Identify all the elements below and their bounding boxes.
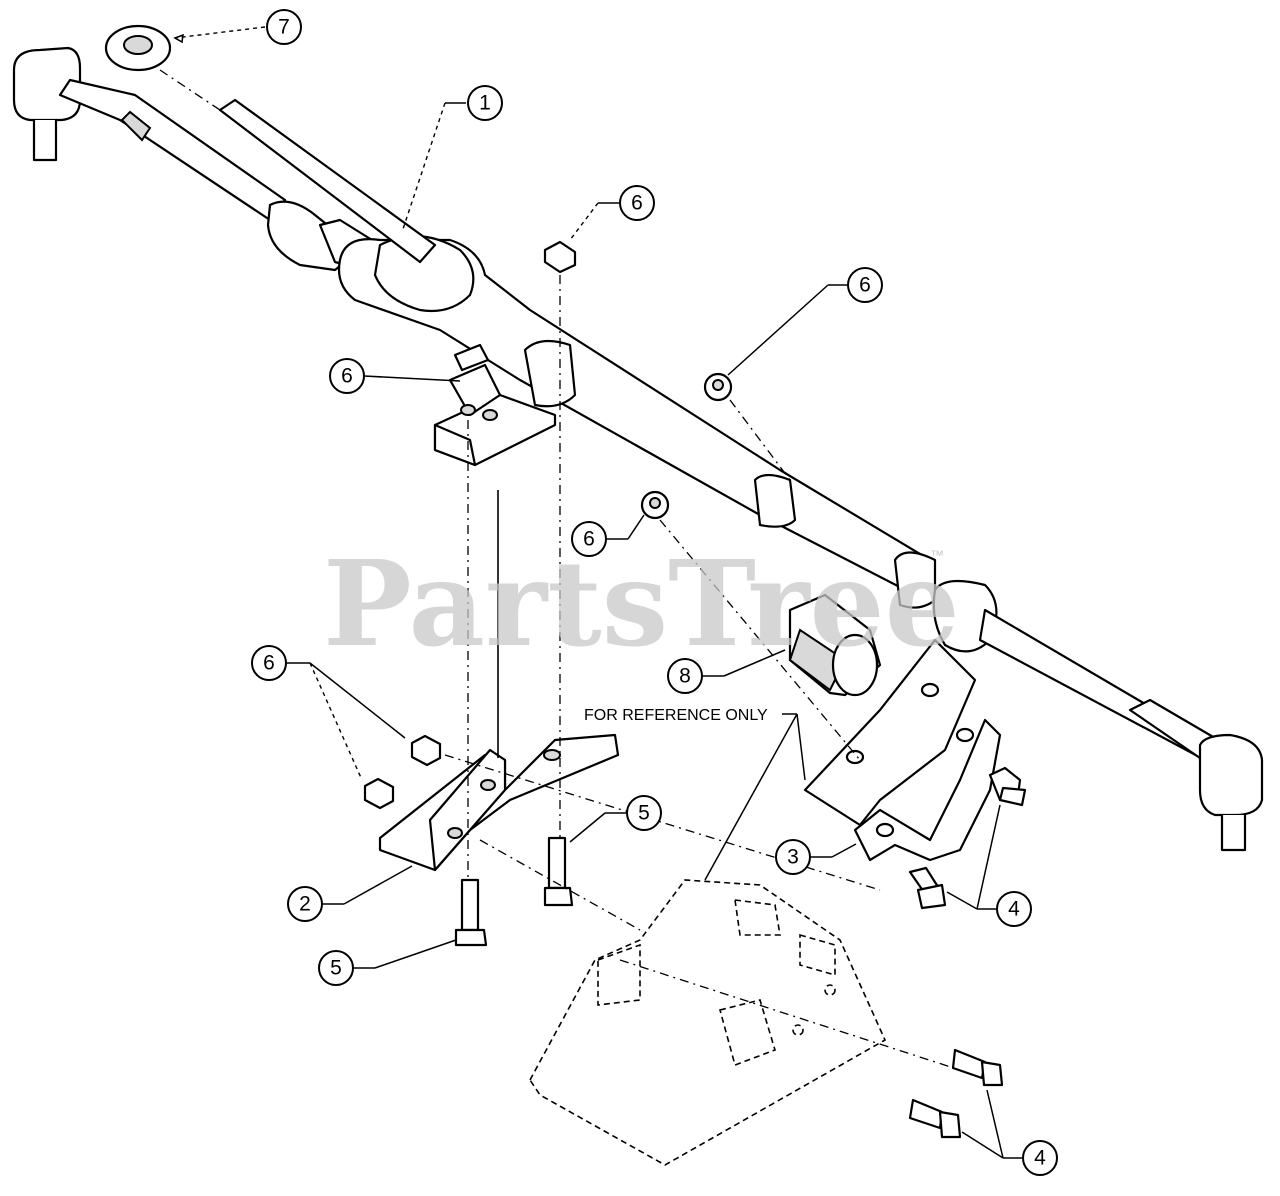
- svg-text:8: 8: [679, 665, 691, 688]
- svg-text:2: 2: [299, 893, 311, 916]
- flange-nut-right: [703, 372, 733, 402]
- bolt-clamp-lower: [908, 866, 947, 910]
- bolt-left: [454, 878, 488, 947]
- callout-8: 8: [667, 658, 703, 694]
- callout-7: 7: [266, 9, 302, 45]
- svg-text:5: 5: [330, 957, 342, 980]
- bolt-right: [543, 836, 574, 907]
- watermark-text: PartsTree: [323, 534, 960, 673]
- bolt-lower-a: [951, 1048, 1004, 1087]
- flange-nut-left-b: [363, 777, 395, 810]
- svg-text:1: 1: [479, 92, 491, 115]
- upper-mount-bracket: [433, 343, 557, 467]
- callout-2: 2: [287, 886, 323, 922]
- callout-6-mid: 6: [571, 521, 607, 557]
- callout-6-left: 6: [251, 645, 287, 681]
- callout-6-right: 6: [847, 267, 883, 303]
- callout-3: 3: [775, 839, 811, 875]
- callout-1: 1: [467, 85, 503, 121]
- bolt-lower-b: [908, 1098, 962, 1139]
- flange-nut-top: [543, 240, 577, 274]
- svg-text:4: 4: [1034, 1147, 1046, 1170]
- callout-6-bracket: 6: [329, 358, 365, 394]
- leader-lines: [173, 26, 1023, 1159]
- svg-text:5: 5: [638, 802, 650, 825]
- svg-text:6: 6: [583, 528, 595, 551]
- bushing-block-part: [788, 593, 882, 697]
- svg-text:4: 4: [1008, 898, 1020, 921]
- bolt-clamp-upper: [988, 766, 1027, 807]
- watermark-trademark: ™: [930, 547, 944, 563]
- svg-text:6: 6: [263, 652, 275, 675]
- tie-rod-assembly: [12, 46, 1264, 852]
- reference-frame: [529, 879, 887, 1166]
- grommet-part: [104, 24, 172, 72]
- clamp-bracket-part: [803, 638, 1002, 862]
- svg-text:3: 3: [787, 846, 799, 869]
- callout-5-left: 5: [318, 950, 354, 986]
- lower-bracket-part: [378, 733, 620, 872]
- svg-text:7: 7: [278, 16, 290, 39]
- svg-text:6: 6: [631, 192, 643, 215]
- reference-note: FOR REFERENCE ONLY: [584, 707, 768, 724]
- flange-nut-left-a: [410, 734, 442, 767]
- svg-text:6: 6: [341, 365, 353, 388]
- svg-text:6: 6: [859, 274, 871, 297]
- callout-5-right: 5: [626, 795, 662, 831]
- callout-4-upper: 4: [996, 891, 1032, 927]
- callout-4-lower: 4: [1022, 1140, 1058, 1176]
- callout-6-top: 6: [619, 185, 655, 221]
- flange-nut-mid: [640, 490, 670, 520]
